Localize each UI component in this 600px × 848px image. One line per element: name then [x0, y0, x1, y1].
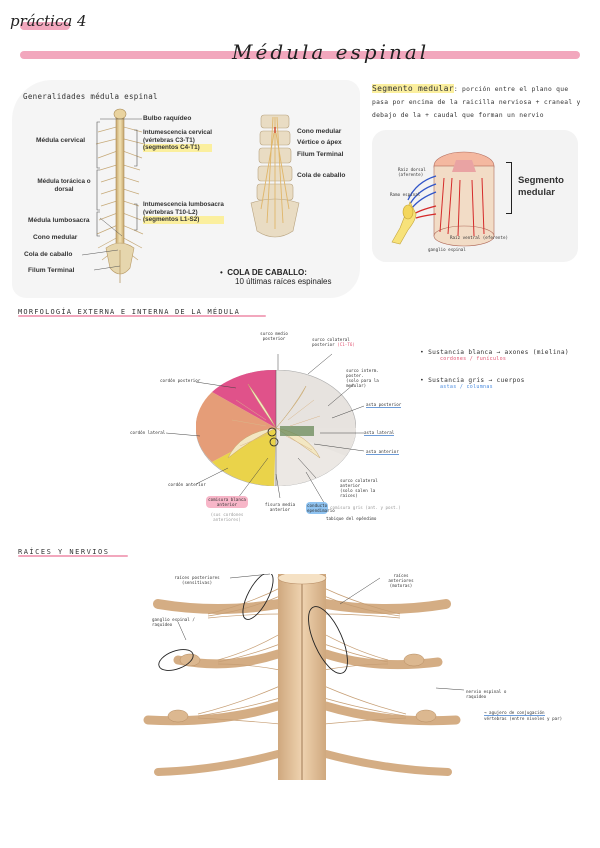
morphology-heading: morfología externa e interna de la médul… [18, 308, 240, 316]
practice-title: práctica 4 [10, 12, 87, 30]
region-brackets [96, 121, 138, 237]
cross-section-illustration [196, 370, 356, 486]
generalities-heading: Generalidades médula espinal [23, 92, 158, 101]
label-asta-anterior: asta anterior [366, 449, 399, 455]
label-raices-posteriores: raíces posteriores (sensitivas) [174, 575, 220, 585]
morphology-leaders [165, 353, 365, 507]
roots-heading: raíces y nervios [18, 548, 110, 556]
roots-leaders [177, 573, 465, 691]
label-leaders [81, 118, 142, 271]
label-tabique: tabique del epéndimo [326, 516, 377, 521]
label-agujero-conjugacion: → agujero de conjugación vértebras (entr… [484, 710, 563, 721]
label-bulbo: Bulbo raquídeo [143, 115, 192, 122]
segment-illustration [391, 151, 495, 247]
label-comisura-gris: comisura gris (ant. y post.) [330, 505, 401, 510]
label-cordon-posterior: cordón posterior [160, 378, 201, 383]
label-ganglio-espinal: ganglio espinal / raquídeo [152, 617, 195, 627]
label-medula-cervical: Médula cervical [36, 137, 86, 144]
segment-definition: Segmento medular: porción entre el plano… [372, 84, 581, 119]
substance-note-1: • Sustancia blanca → axones (mielina) co… [420, 349, 569, 362]
label-cono-medular-2: Cono medular [297, 128, 342, 135]
morphology-heading-underline [18, 315, 266, 317]
generalities-card [12, 80, 360, 298]
label-comisura-blanca-note: (sus cordones anteriores) [210, 512, 244, 522]
label-raiz-dorsal: Raíz dorsal (aferente) [398, 167, 426, 177]
substance-note-2: • Sustancia gris → cuerpos astas / colum… [420, 377, 525, 390]
label-cordon-lateral: cordón lateral [130, 430, 166, 435]
label-asta-lateral: asta lateral [364, 430, 395, 436]
intumescencia-lumbosacra: Intumescencia lumbosacra (vértebras T10-… [143, 201, 224, 224]
label-cordon-anterior: cordón anterior [168, 482, 206, 487]
label-filum-terminal-2: Filum Terminal [297, 151, 344, 158]
label-filum-terminal: Filum Terminal [28, 267, 75, 274]
label-medula-lumbosacra: Médula lumbosacra [28, 217, 90, 224]
label-ganglio: ganglio espinal [428, 247, 466, 252]
label-raices-anteriores: raíces anteriores (motoras) [388, 573, 414, 588]
label-cola-caballo: Cola de caballo [24, 251, 73, 258]
label-vertice: Vértice o ápex [297, 139, 342, 146]
segment-heading: Segmento medular [372, 84, 454, 93]
cola-caballo-note: • COLA DE CABALLO: 10 últimas raíces esp… [220, 268, 332, 286]
label-ramo-espinal: Ramo espinal [390, 192, 421, 197]
label-asta-posterior: asta posterior [366, 402, 402, 408]
label-surco-colateral-posterior: surco colateral posterior (C1-T6) [312, 337, 355, 347]
segment-fig-title: Segmento medular [518, 175, 564, 198]
label-surco-intermedio: surco interm. poster. (solo para la medu… [346, 368, 379, 388]
label-comisura-blanca: comisura blanca anterior [206, 496, 248, 508]
title-highlight-bar [20, 22, 70, 30]
main-title-bar [20, 51, 580, 59]
roots-nerves-illustration [143, 574, 461, 780]
label-raiz-ventral: Raíz ventral (eferente) [450, 235, 508, 240]
roots-heading-underline [18, 555, 128, 557]
label-fisura-media: fisura media anterior [264, 502, 296, 512]
segment-bracket [506, 162, 512, 214]
label-nervio-espinal: nervio espinal o raquídeo [466, 689, 507, 699]
label-cola-caballo-2: Cola de caballo [297, 172, 346, 179]
label-surco-colateral-anterior: surco colateral anterior (solo salen la … [340, 478, 378, 498]
intumescencia-cervical: Intumescencia cervical (vértebras C3-T1)… [143, 129, 212, 152]
page-title: Médula espinal [232, 40, 430, 64]
cauda-equina-illustration [250, 114, 300, 238]
label-conducto-ependimario: conducto ependimario [306, 502, 335, 514]
label-cono-medular: Cono medular [33, 234, 78, 241]
label-medula-toracica: Médula torácica o dorsal [37, 178, 91, 193]
label-surco-medio-posterior: surco medio posterior [260, 331, 288, 341]
